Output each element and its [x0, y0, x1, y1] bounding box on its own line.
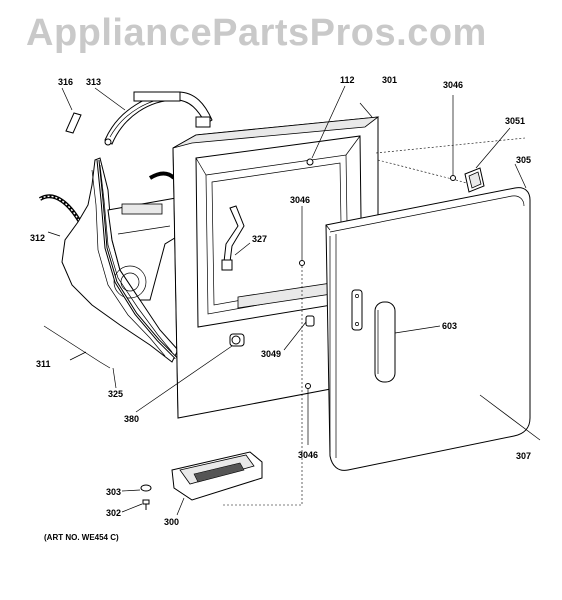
part-311-front-bulkhead	[61, 157, 179, 363]
part-603-door-handle	[374, 301, 396, 383]
label-316: 316	[58, 77, 73, 87]
part-380-door-switch	[229, 333, 245, 347]
part-307-door-outer-panel	[325, 187, 531, 471]
part-302-screw	[142, 499, 150, 510]
label-305: 305	[516, 155, 531, 165]
label-313: 313	[86, 77, 101, 87]
watermark: AppliancePartsPros.com	[26, 12, 487, 54]
label-3046-upper: 3046	[290, 195, 310, 205]
part-327-latch-strike	[221, 205, 245, 271]
part-305-door-inner-liner	[325, 195, 525, 458]
label-380: 380	[124, 414, 139, 424]
label-325: 325	[108, 389, 123, 399]
label-311: 311	[36, 359, 51, 369]
part-325-door-seal	[96, 159, 178, 360]
part-3046-screw-upper	[299, 260, 305, 266]
label-3049: 3049	[261, 349, 281, 359]
art-number-caption: (ART NO. WE454 C)	[44, 533, 119, 542]
door-latch-slot	[351, 289, 363, 331]
part-300-latch-housing	[171, 451, 263, 501]
part-112-screw	[306, 158, 314, 166]
part-3049-hinge-pin	[305, 315, 315, 327]
label-3051: 3051	[505, 116, 525, 126]
part-3051-hinge-bracket	[464, 167, 485, 193]
label-303: 303	[106, 487, 121, 497]
label-3046-top: 3046	[443, 80, 463, 90]
part-3046-screw-top	[450, 175, 456, 181]
label-300: 300	[164, 517, 179, 527]
part-316-strip	[65, 112, 82, 134]
part-303-washer	[140, 484, 152, 492]
part-3046-screw-lower	[305, 383, 311, 389]
label-327: 327	[252, 234, 267, 244]
label-302: 302	[106, 508, 121, 518]
label-112: 112	[340, 75, 355, 85]
label-312: 312	[30, 233, 45, 243]
label-603: 603	[442, 321, 457, 331]
label-301: 301	[382, 75, 397, 85]
part-301-front-panel	[172, 116, 380, 419]
label-307: 307	[516, 451, 531, 461]
label-3046-lower: 3046	[298, 450, 318, 460]
part-313-duct-bracket	[104, 91, 213, 146]
